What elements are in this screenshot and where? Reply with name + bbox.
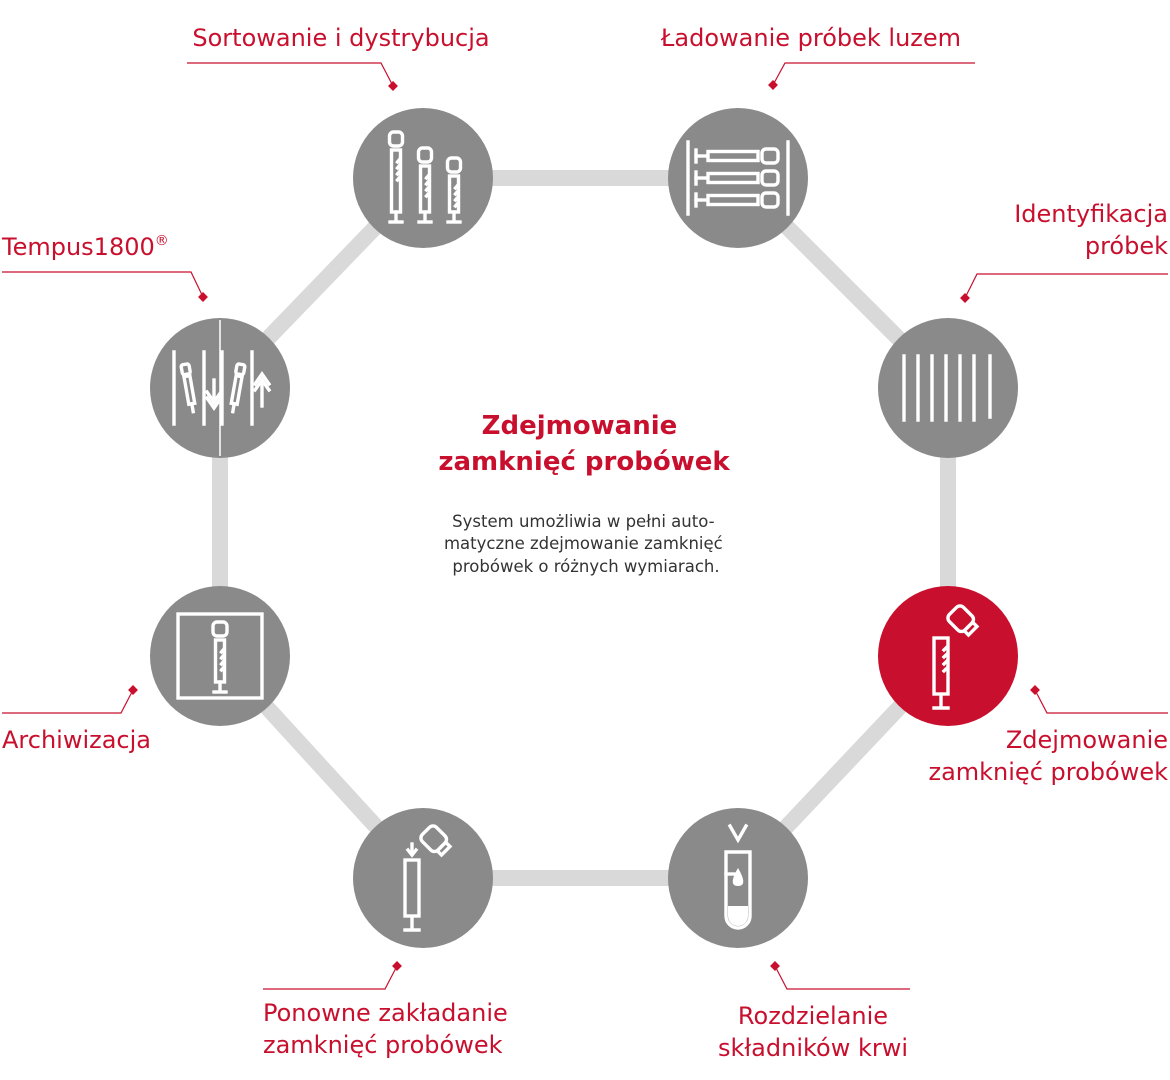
node-ponowne[interactable] [353,808,493,948]
process-labels: Sortowanie i dystrybucja Ładowanie próbek… [1,24,1168,1062]
leader-dot-tempus [198,292,208,302]
node-sortowanie[interactable] [353,108,493,248]
leader-dot-sortowanie [388,81,398,91]
node-disc [150,586,290,726]
node-zdejmowanie[interactable] [878,586,1018,726]
center-title: Zdejmowanie zamknięć probówek [438,411,730,477]
blood-separation-icon [724,823,752,930]
leader-line-zdejmowanie [1034,689,1168,714]
node-tempus[interactable] [150,318,290,458]
recapping-icon [403,824,453,932]
label-archiwizacja[interactable]: Archiwizacja [2,726,151,754]
label-leaders [2,62,1168,990]
leader-dot-zdejmowanie [1030,685,1040,695]
bulk-loading-icon [686,140,790,216]
center-description: System umożliwia w pełni auto- matyczne … [444,512,728,576]
leader-dot-archiwizacja [128,685,138,695]
leader-dot-ponowne [392,961,402,971]
leader-dot-rozdzielanie [770,961,780,971]
node-rozdzielanie[interactable] [668,808,808,948]
leader-line-ladowanie [772,62,975,86]
decapping-icon [932,604,980,710]
label-tempus[interactable]: Tempus1800® [1,233,169,261]
node-archiwizacja[interactable] [150,586,290,726]
label-sortowanie[interactable]: Sortowanie i dystrybucja [192,24,489,52]
tempus-transfer-icon [172,320,272,456]
node-ladowanie[interactable] [668,108,808,248]
center-panel: Zdejmowanie zamknięć probówek System umo… [438,411,730,576]
label-ladowanie[interactable]: Ładowanie próbek luzem [660,24,961,52]
leader-line-sortowanie [187,62,394,87]
leader-line-ponowne [263,965,398,990]
tubes-sorting-icon [387,130,463,224]
process-nodes [150,108,1018,948]
node-identyfikacja[interactable] [878,318,1018,458]
node-disc [353,808,493,948]
leader-dot-ladowanie [768,80,778,90]
leader-line-rozdzielanie [774,965,910,990]
leader-line-tempus [2,271,204,298]
leader-dot-identyfikacja [960,293,970,303]
barcode-icon [902,354,992,422]
node-disc [878,318,1018,458]
node-disc [353,108,493,248]
archive-icon [176,612,264,700]
leader-line-identyfikacja [964,273,1168,299]
node-disc [668,108,808,248]
leader-line-archiwizacja [2,689,134,714]
